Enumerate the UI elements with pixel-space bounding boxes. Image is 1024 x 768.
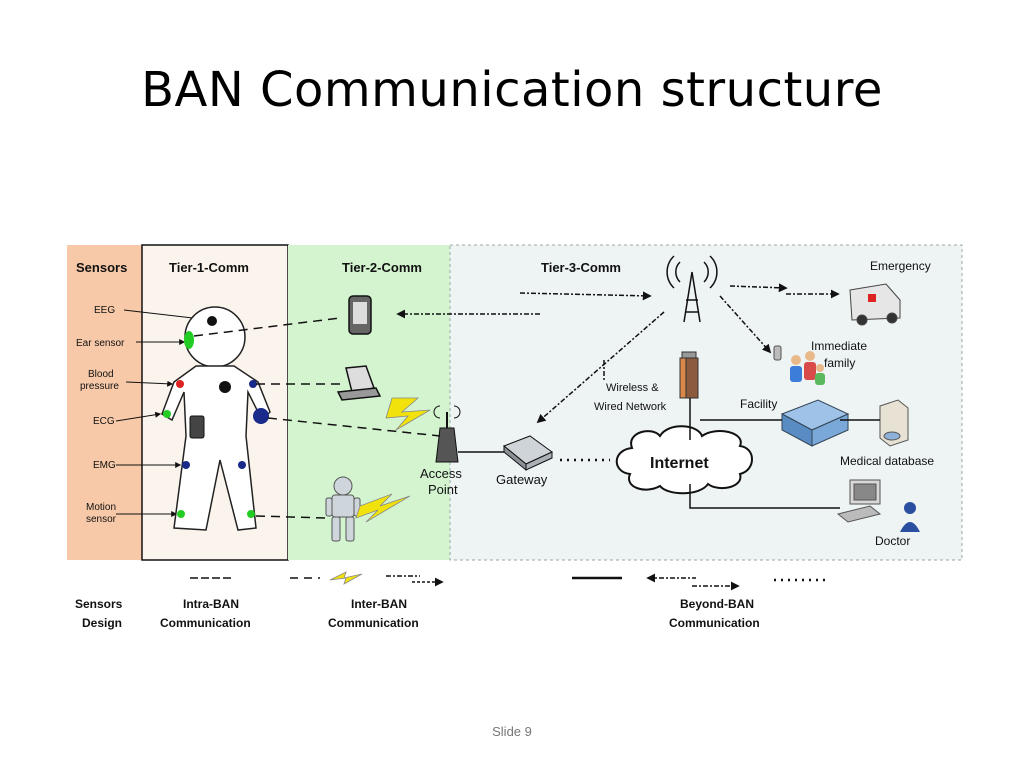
solid-links: [458, 398, 880, 509]
facility-label: Facility: [740, 397, 777, 411]
slide-title: BAN Communication structure: [141, 62, 883, 118]
sensor-ear-dot: [184, 331, 194, 349]
doctor-person-icon: [900, 502, 920, 532]
sensor-wrist-dot: [253, 408, 269, 424]
body-sensors: [163, 316, 269, 518]
intra-ban-links: [193, 317, 441, 519]
gateway-icon: [503, 435, 553, 472]
emergency-label: Emergency: [870, 259, 931, 273]
internet-cloud-icon: [615, 425, 753, 495]
legend-sensors-design-1: Sensors: [75, 597, 123, 611]
sensor-label-emg: EMG: [93, 460, 116, 471]
family-phone-icon: [773, 345, 782, 361]
access-point-label-1: Access: [420, 466, 462, 481]
doctor-computer-icon: [836, 479, 882, 523]
sensor-label-blood-1: Blood: [88, 369, 114, 380]
sensor-label-motion-1: Motion: [86, 502, 116, 513]
sensors-header: Sensors: [76, 260, 127, 275]
legend-intra-ban-1: Intra-BAN: [183, 597, 239, 611]
legend-inter-ban-1: Inter-BAN: [351, 597, 407, 611]
family-label-2: family: [824, 356, 855, 370]
sensor-eeg-dot: [207, 316, 217, 326]
sensor-chest-dot: [219, 381, 231, 393]
pda-icon: [348, 295, 372, 335]
family-icon: [790, 351, 825, 385]
laptop-icon: [336, 365, 382, 401]
medical-database-label: Medical database: [840, 454, 934, 468]
gateway-label: Gateway: [496, 472, 548, 487]
network-server-icon: [679, 351, 699, 399]
legend-inter-ban-2: Communication: [328, 616, 419, 630]
legend-symbols: [190, 571, 826, 591]
sensor-label-ear: Ear sensor: [76, 338, 125, 349]
sensor-ecg-dot: [163, 410, 171, 418]
cell-tower-icon: [666, 255, 718, 323]
tier3-header: Tier-3-Comm: [541, 260, 621, 275]
slide-number: Slide 9: [492, 724, 532, 739]
internet-label: Internet: [650, 455, 709, 472]
legend-sensors-design-2: Design: [82, 616, 122, 630]
sensor-label-ecg: ECG: [93, 416, 115, 427]
human-body-outline: [161, 306, 271, 531]
sensor-emg-right-dot: [238, 461, 246, 469]
lightning-bolt-icon-lower: [355, 493, 411, 523]
access-point-label-2: Point: [428, 482, 458, 497]
facility-building-icon: [780, 399, 850, 447]
legend-beyond-ban-1: Beyond-BAN: [680, 597, 754, 611]
tier2-header: Tier-2-Comm: [342, 260, 422, 275]
sensor-emg-left-dot: [182, 461, 190, 469]
legend-beyond-ban-2: Communication: [669, 616, 760, 630]
medical-database-icon: [879, 399, 909, 447]
lightning-bolt-icon-upper: [385, 397, 431, 431]
wireless-network-label-2: Wired Network: [594, 401, 667, 413]
sensor-blood-dot: [176, 380, 184, 388]
sensor-label-blood-2: pressure: [80, 381, 119, 392]
family-label-1: Immediate: [811, 339, 867, 353]
doctor-label: Doctor: [875, 534, 910, 548]
tier1-header: Tier-1-Comm: [169, 260, 249, 275]
access-point-icon: [433, 405, 461, 463]
sensors-panel: [67, 245, 142, 560]
wireless-network-label-1: Wireless &: [606, 382, 659, 394]
sensor-arm-dot: [249, 380, 257, 388]
sensor-label-motion-2: sensor: [86, 514, 117, 525]
sensor-motion-right-dot: [247, 510, 255, 518]
sensor-motion-left-dot: [177, 510, 185, 518]
legend-intra-ban-2: Communication: [160, 616, 251, 630]
beyond-ban-arrows: [396, 283, 840, 424]
body-phone-icon: [189, 415, 205, 439]
sensor-label-eeg: EEG: [94, 305, 115, 316]
ambulance-icon: [849, 283, 901, 326]
